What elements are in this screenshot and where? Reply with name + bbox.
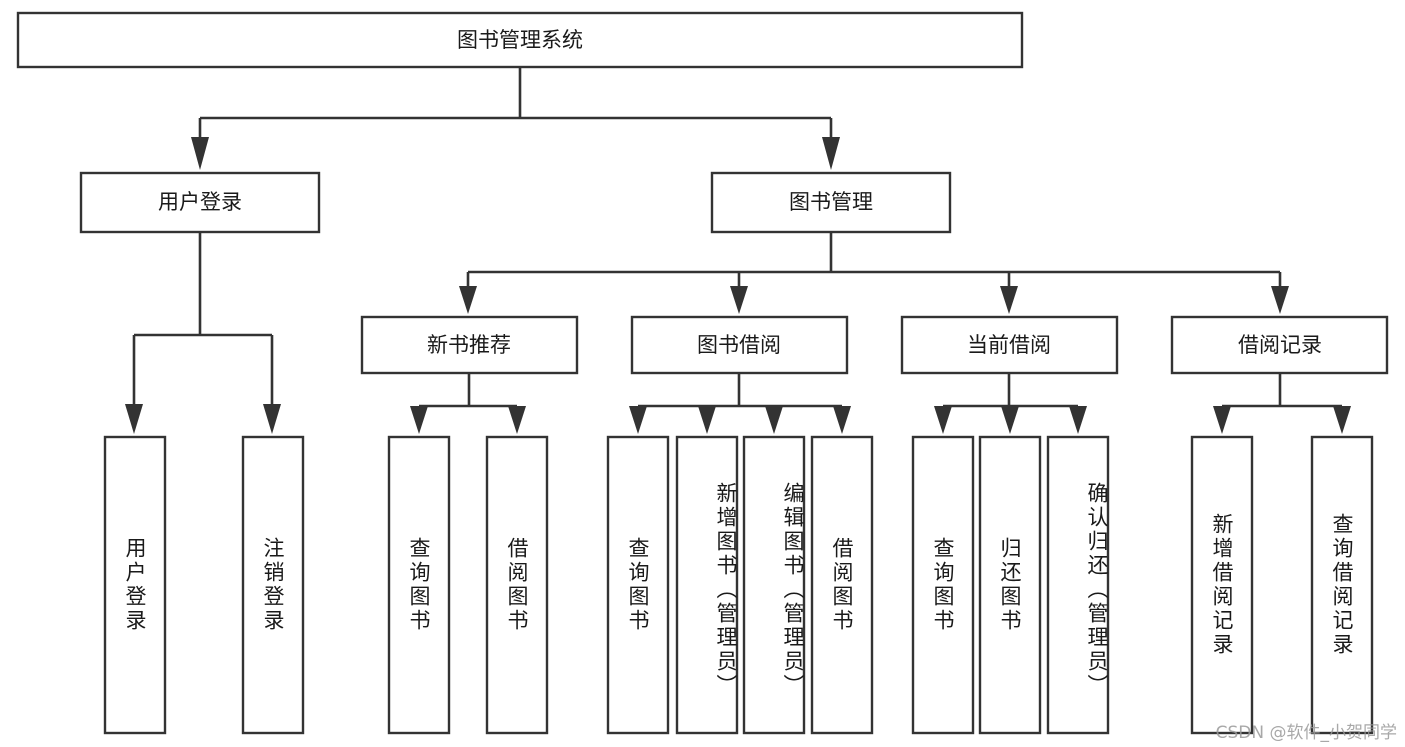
arrow-leaf-return-book [1001, 406, 1019, 434]
leaf-box-edit-book[interactable] [742, 435, 806, 735]
arrow-to-book-borrow [730, 286, 748, 314]
csdn-watermark: CSDN @软件_小贺同学 [1215, 723, 1397, 743]
arrow-leaf-query-book-1 [410, 406, 428, 434]
leaf-box-borrow-book-2[interactable] [810, 435, 874, 735]
arrow-to-book-mgmt [822, 137, 840, 170]
node-root-system[interactable]: 图书管理系统 [16, 11, 1024, 69]
node-book-borrow-label: 图书借阅 [697, 333, 781, 357]
arrow-leaf-query-book-3 [934, 406, 952, 434]
arrow-leaf-add-record [1213, 406, 1231, 434]
arrow-to-borrow-record [1271, 286, 1289, 314]
node-new-book-recommend[interactable]: 新书推荐 [360, 315, 579, 375]
leaf-box-borrow-book-1[interactable] [485, 435, 549, 735]
leaf-box-confirm-return[interactable] [1046, 435, 1110, 735]
arrow-to-current-borrow [1000, 286, 1018, 314]
arrow-to-new-book-rec [459, 286, 477, 314]
node-current-borrow-label: 当前借阅 [967, 333, 1051, 357]
node-user-login[interactable]: 用户登录 [79, 171, 321, 234]
arrow-leaf-query-record [1333, 406, 1351, 434]
arrow-leaf-logout [263, 404, 281, 434]
leaf-box-query-record[interactable] [1310, 435, 1374, 735]
node-user-login-label: 用户登录 [158, 190, 242, 214]
node-borrow-record-label: 借阅记录 [1238, 333, 1322, 357]
leaf-box-query-book-3[interactable] [911, 435, 975, 735]
leaf-box-add-book[interactable] [675, 435, 739, 735]
leaf-box-return-book[interactable] [978, 435, 1042, 735]
arrow-leaf-confirm-return [1069, 406, 1087, 434]
connector-layer [125, 67, 1351, 434]
node-new-book-recommend-label: 新书推荐 [427, 333, 511, 357]
arrow-leaf-user-login [125, 404, 143, 434]
node-root-label: 图书管理系统 [457, 28, 583, 52]
arrow-to-user-login [191, 137, 209, 170]
leaf-box-layer [103, 435, 1374, 735]
node-current-borrow[interactable]: 当前借阅 [900, 315, 1119, 375]
node-book-management[interactable]: 图书管理 [710, 171, 952, 234]
arrow-leaf-edit-book [765, 406, 783, 434]
leaf-box-query-book-2[interactable] [606, 435, 670, 735]
node-book-borrow[interactable]: 图书借阅 [630, 315, 849, 375]
leaf-box-add-record[interactable] [1190, 435, 1254, 735]
arrow-leaf-borrow-book-2 [833, 406, 851, 434]
leaf-box-query-book-1[interactable] [387, 435, 451, 735]
node-book-management-label: 图书管理 [789, 190, 873, 214]
arrow-leaf-add-book [698, 406, 716, 434]
node-borrow-record[interactable]: 借阅记录 [1170, 315, 1389, 375]
leaf-box-user-login[interactable] [103, 435, 167, 735]
arrow-leaf-query-book-2 [629, 406, 647, 434]
leaf-box-logout[interactable] [241, 435, 305, 735]
arrow-leaf-borrow-book-1 [508, 406, 526, 434]
